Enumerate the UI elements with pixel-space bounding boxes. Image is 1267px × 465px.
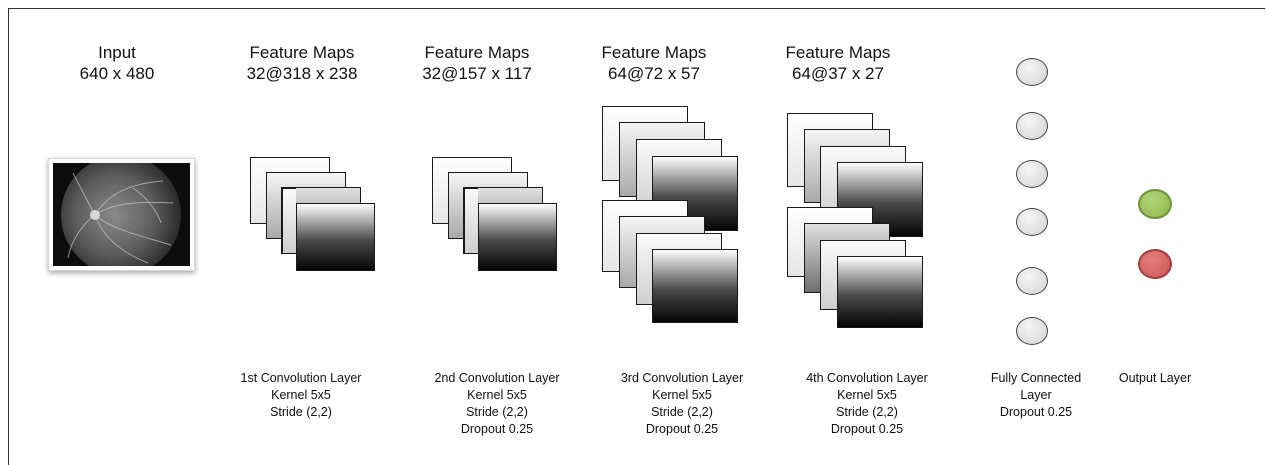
output-node-green [1138,189,1172,219]
feature-map [296,203,375,271]
fm1-header: Feature Maps 32@318 x 238 [222,42,382,84]
fc-caption-line: Fully Connected [990,371,1082,385]
output-caption-line: Output Layer [1118,371,1192,385]
conv1-caption: 1st Convolution Layer Kernel 5x5 Stride … [216,370,386,421]
conv4-caption-line: Dropout 0.25 [830,422,904,436]
feature-map [652,249,738,323]
diagram-frame [8,8,1265,465]
conv2-caption-line: Kernel 5x5 [467,388,527,402]
fc-node [1016,208,1048,236]
fc-caption: Fully Connected Layer Dropout 0.25 [951,370,1121,421]
input-dims: 640 x 480 [79,64,155,83]
conv2-caption: 2nd Convolution Layer Kernel 5x5 Stride … [412,370,582,438]
conv3-caption-line: Stride (2,2) [651,405,713,419]
conv1-caption-line: Kernel 5x5 [271,388,331,402]
output-caption: Output Layer [1070,370,1240,387]
input-header: Input 640 x 480 [37,42,197,84]
fm3-header: Feature Maps 64@72 x 57 [574,42,734,84]
conv3-caption-line: Dropout 0.25 [645,422,719,436]
conv4-caption-line: Stride (2,2) [836,405,898,419]
conv3-caption-line: 3rd Convolution Layer [620,371,744,385]
conv2-caption-line: Stride (2,2) [466,405,528,419]
fc-node [1016,317,1048,345]
conv4-caption-line: 4th Convolution Layer [806,371,928,385]
fm2-dims: 32@157 x 117 [422,64,532,83]
conv3-caption-line: Kernel 5x5 [652,388,712,402]
conv4-caption: 4th Convolution Layer Kernel 5x5 Stride … [782,370,952,438]
fundus-image [48,158,195,271]
conv3-caption: 3rd Convolution Layer Kernel 5x5 Stride … [597,370,767,438]
conv1-caption-line: 1st Convolution Layer [240,371,362,385]
feature-map [464,188,478,254]
fm2-title: Feature Maps [424,43,530,62]
fc-node [1016,160,1048,188]
input-title: Input [98,43,136,62]
fm2-header: Feature Maps 32@157 x 117 [397,42,557,84]
conv2-caption-line: 2nd Convolution Layer [434,371,560,385]
conv1-caption-line: Stride (2,2) [270,405,332,419]
fm4-header: Feature Maps 64@37 x 27 [758,42,918,84]
fm4-title: Feature Maps [785,43,891,62]
fm4-dims: 64@37 x 27 [792,64,884,83]
conv4-caption-line: Kernel 5x5 [837,388,897,402]
fm3-title: Feature Maps [601,43,707,62]
fc-node [1016,267,1048,295]
conv2-caption-line: Dropout 0.25 [460,422,534,436]
fundus-image-icon [53,163,190,266]
fc-caption-line: Layer [1020,388,1052,402]
fm1-dims: 32@318 x 238 [246,64,358,83]
fc-node [1016,58,1048,86]
fm3-dims: 64@72 x 57 [608,64,700,83]
fc-caption-line: Dropout 0.25 [999,405,1073,419]
output-node-red [1138,249,1172,279]
feature-map [478,203,557,271]
feature-map [837,256,923,328]
fm1-title: Feature Maps [249,43,355,62]
feature-map [282,188,296,254]
fc-node [1016,112,1048,140]
